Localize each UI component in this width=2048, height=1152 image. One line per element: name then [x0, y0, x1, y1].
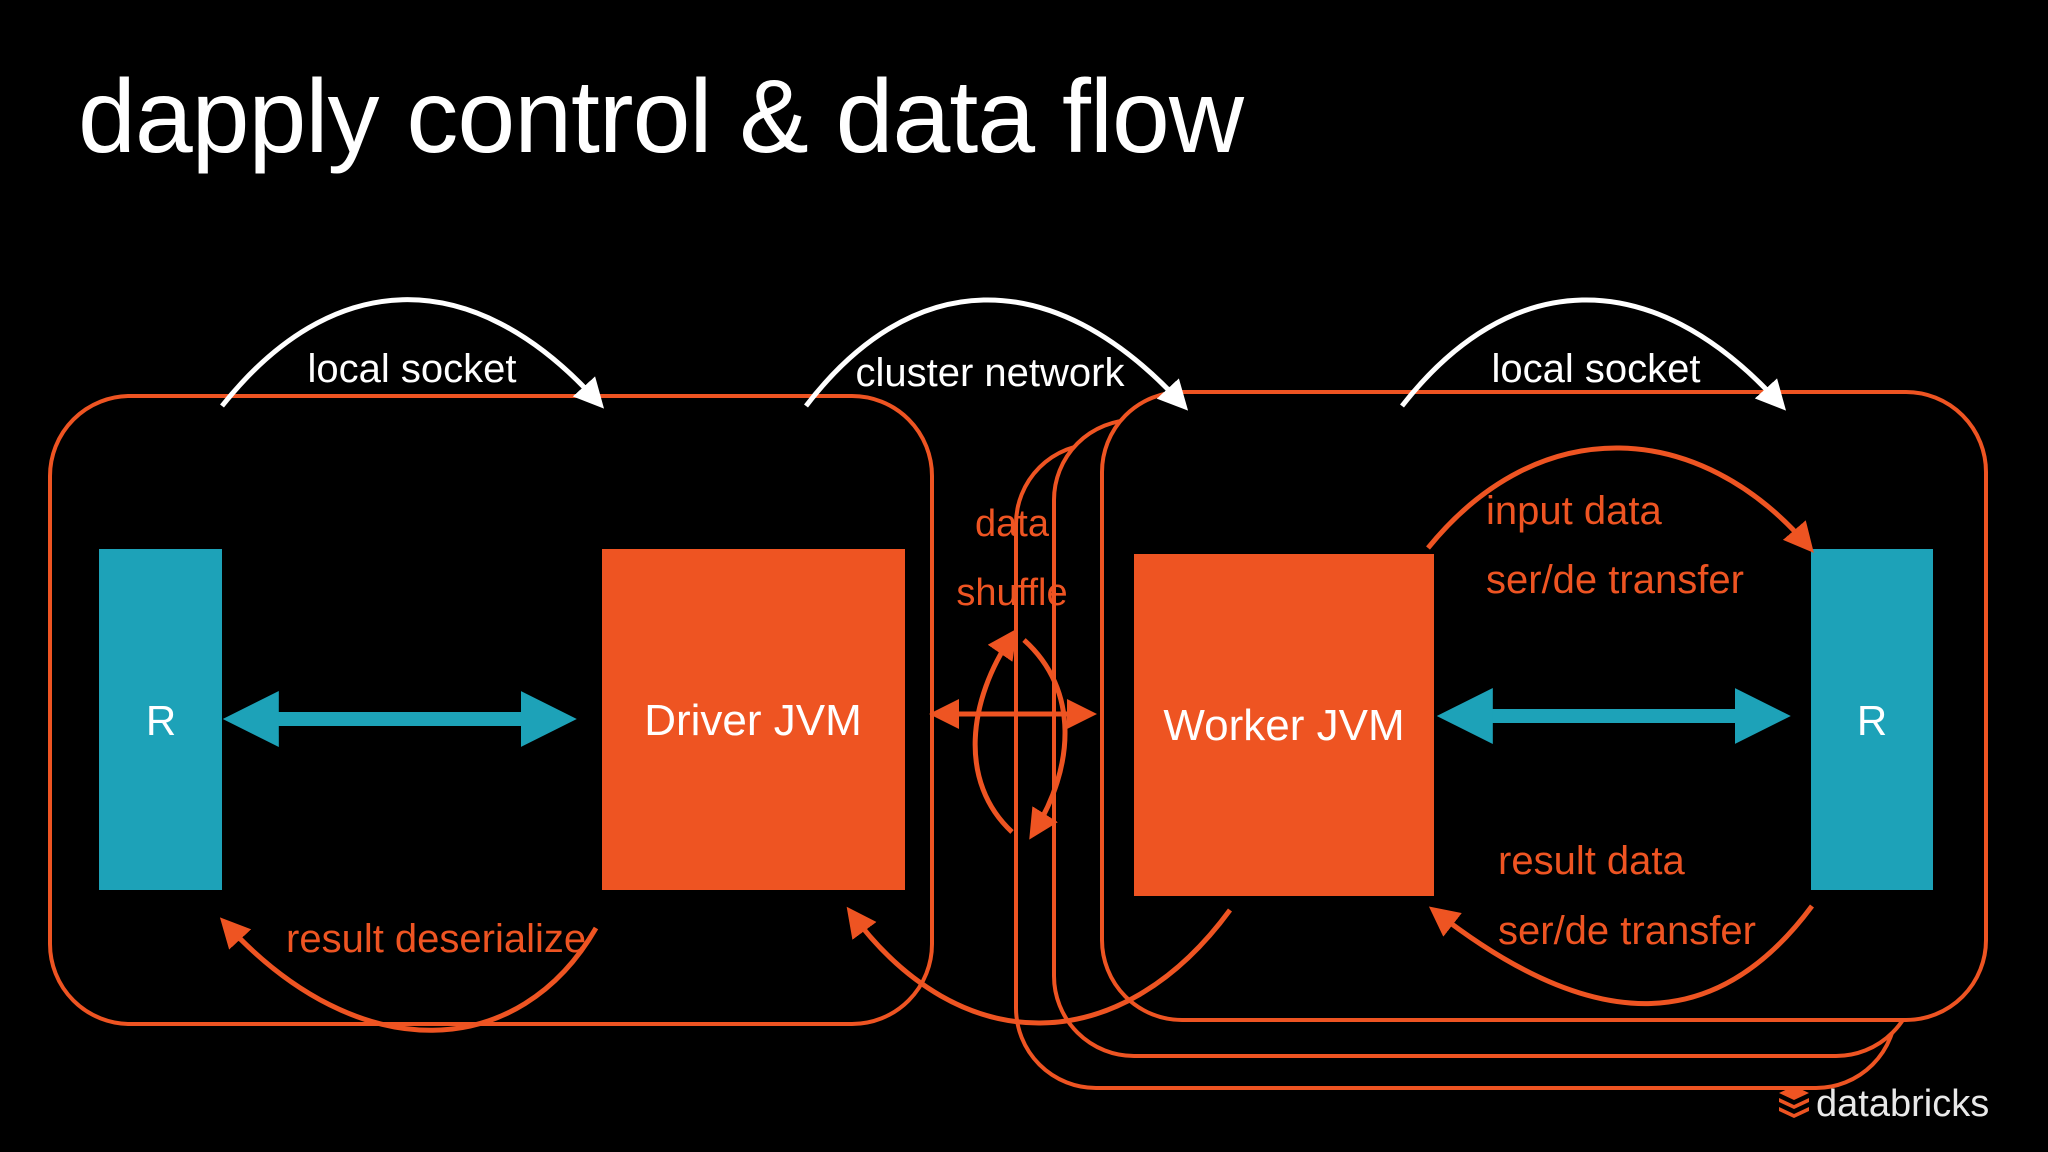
r-left-box	[99, 549, 222, 890]
input-data-label-line1: input data	[1486, 489, 1662, 533]
worker-to-driver-arc	[846, 906, 1233, 1026]
databricks-logo-text: databricks	[1816, 1082, 1990, 1125]
input-data-label-line2: ser/de transfer	[1486, 558, 1744, 602]
databricks-stack-icon	[1778, 1085, 1810, 1124]
input-data-arc	[1426, 445, 1814, 553]
databricks-logo: databricks	[1778, 1082, 1990, 1125]
local-socket-right-label: local socket	[1492, 347, 1701, 391]
result-data-label-line1: result data	[1498, 839, 1686, 883]
cluster-network-label: cluster network	[856, 351, 1126, 395]
result-deserialize-label: result deserialize	[286, 917, 586, 961]
worker-jvm-box	[1134, 554, 1434, 896]
result-data-arc	[1428, 904, 1815, 1006]
shuffle-down-arrow	[1022, 638, 1068, 840]
r-right-label: R	[1857, 697, 1887, 744]
driver-jvm-label: Driver JVM	[644, 696, 862, 745]
local-socket-right-arc	[1400, 297, 1787, 411]
data-shuffle-label-line1: data	[975, 503, 1050, 545]
cluster-network-arc	[804, 297, 1189, 411]
result-deserialize-arc	[219, 917, 599, 1033]
shuffle-up-arrow	[972, 628, 1018, 834]
page-title: dapply control & data flow	[78, 59, 1244, 175]
local-socket-left-arc	[220, 297, 605, 409]
local-socket-left-label: local socket	[308, 347, 517, 391]
r-right-box	[1811, 549, 1933, 890]
result-data-label-line2: ser/de transfer	[1498, 909, 1756, 953]
r-left-label: R	[146, 697, 176, 744]
worker-jvm-label: Worker JVM	[1163, 701, 1404, 750]
data-shuffle-label-line2: shuffle	[956, 572, 1067, 614]
driver-jvm-box	[602, 549, 905, 890]
